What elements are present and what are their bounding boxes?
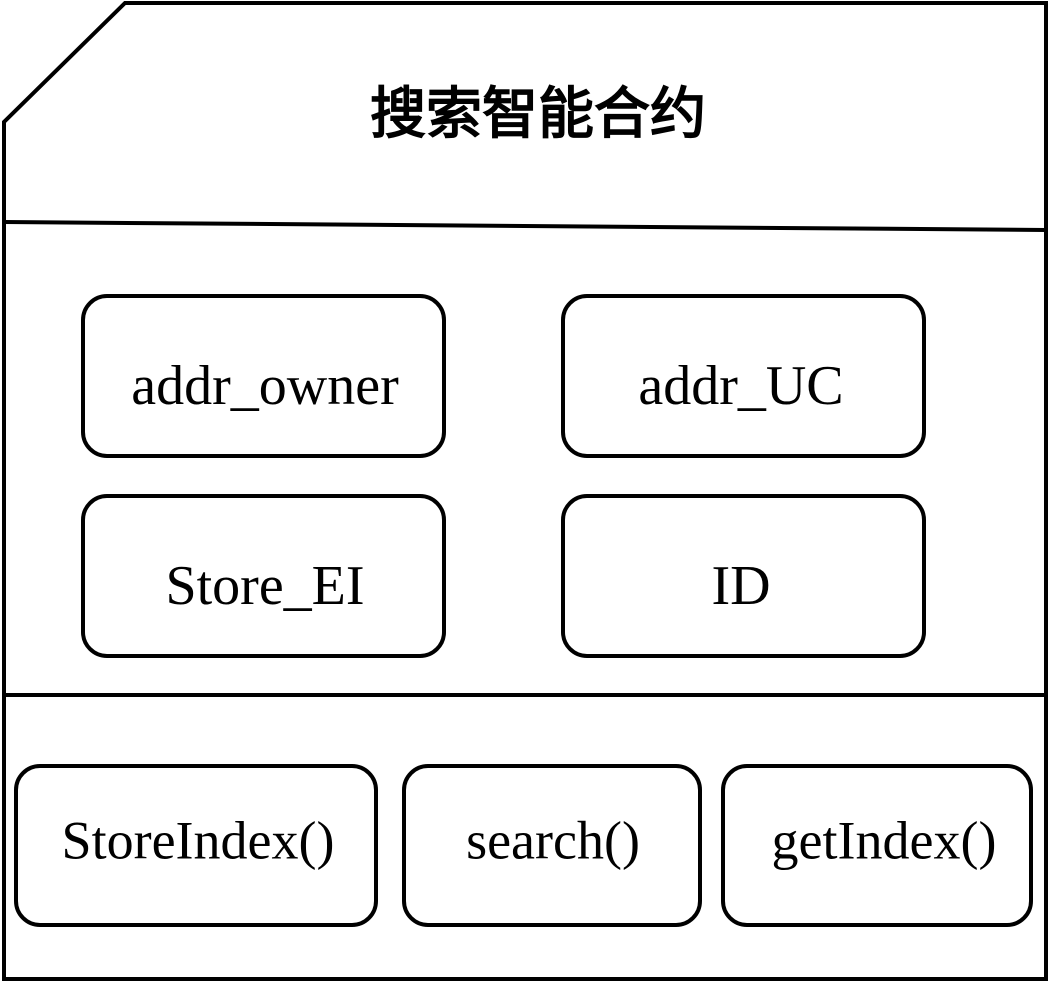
method-box-frame — [402, 764, 702, 927]
attribute-box-frame — [561, 294, 926, 458]
title-divider — [3, 220, 1047, 232]
method-label: search() — [466, 810, 640, 870]
method-label: StoreIndex() — [62, 810, 335, 870]
attribute-box-addr-uc: addr_UC — [561, 294, 926, 458]
method-box-frame — [721, 764, 1033, 927]
attribute-box-frame — [81, 494, 446, 658]
method-box-search: search() — [402, 764, 702, 927]
method-box-storeindex: StoreIndex() — [14, 764, 378, 927]
attribute-box-id: ID — [561, 494, 926, 658]
attribute-label: addr_owner — [131, 355, 399, 417]
contract-title: 搜索智能合约 — [370, 84, 706, 146]
attribute-label: Store_EI — [165, 555, 364, 617]
attribute-label: addr_UC — [638, 355, 843, 417]
method-box-frame — [14, 764, 378, 927]
attribute-box-addr-owner: addr_owner — [81, 294, 446, 458]
attribute-box-frame — [81, 294, 446, 458]
attribute-box-frame — [561, 494, 926, 658]
method-box-getindex: getIndex() — [721, 764, 1033, 927]
attribute-box-store-ei: Store_EI — [81, 494, 446, 658]
attribute-label: ID — [711, 555, 770, 617]
method-label: getIndex() — [772, 810, 997, 870]
